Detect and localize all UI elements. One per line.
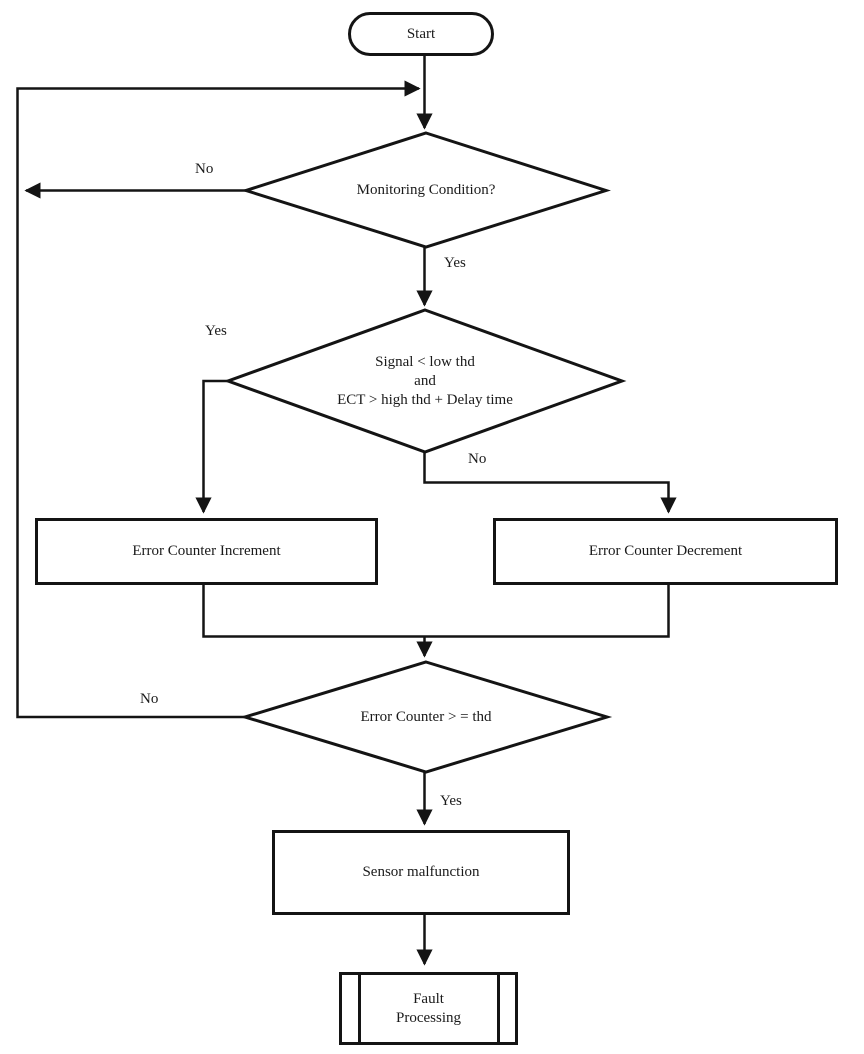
fault-processing-label: Fault Processing <box>396 990 461 1028</box>
threshold-decision-diamond <box>239 660 613 774</box>
signal-decision-diamond <box>223 308 627 454</box>
error-counter-increment-label: Error Counter Increment <box>132 543 281 559</box>
edge-signal-yes <box>195 379 229 514</box>
start-label: Start <box>406 25 436 42</box>
error-counter-increment-box: Error Counter Increment <box>35 518 378 585</box>
sensor-malfunction-label: Sensor malfunction <box>362 864 480 880</box>
edge-label-monitoring-no: No <box>195 161 214 177</box>
edge-label-signal-no: No <box>468 451 487 467</box>
sensor-malfunction-box: Sensor malfunction <box>272 830 570 915</box>
signal-decision-line1: Signal < low thd <box>375 354 475 370</box>
edge-label-signal-yes: Yes <box>205 323 227 339</box>
fault-processing-line2: Processing <box>396 1009 461 1026</box>
edge-return-loop <box>16 80 421 719</box>
signal-decision-line3: ECT > high thd + Delay time <box>337 392 513 408</box>
start-terminator: Start <box>348 12 494 56</box>
edge-increment-merge <box>202 585 425 638</box>
fault-processing-box: Fault Processing <box>339 972 518 1045</box>
edge-label-monitoring-yes: Yes <box>444 255 466 271</box>
signal-decision-label: Signal < low thd and ECT > high thd + De… <box>275 353 575 410</box>
threshold-decision-label: Error Counter > = thd <box>360 709 492 725</box>
fault-processing-left-bar <box>358 975 361 1042</box>
edge-signal-no <box>423 452 677 514</box>
edge-label-threshold-no: No <box>140 691 159 707</box>
error-counter-decrement-box: Error Counter Decrement <box>493 518 838 585</box>
fault-processing-line1: Fault <box>413 990 444 1007</box>
monitoring-decision-label: Monitoring Condition? <box>356 182 496 198</box>
edge-decrement-merge <box>424 585 670 638</box>
monitoring-decision-diamond <box>241 131 611 249</box>
error-counter-decrement-label: Error Counter Decrement <box>588 543 743 559</box>
signal-decision-line2: and <box>414 373 436 389</box>
edge-label-threshold-yes: Yes <box>440 793 462 809</box>
fault-processing-right-bar <box>497 975 500 1042</box>
